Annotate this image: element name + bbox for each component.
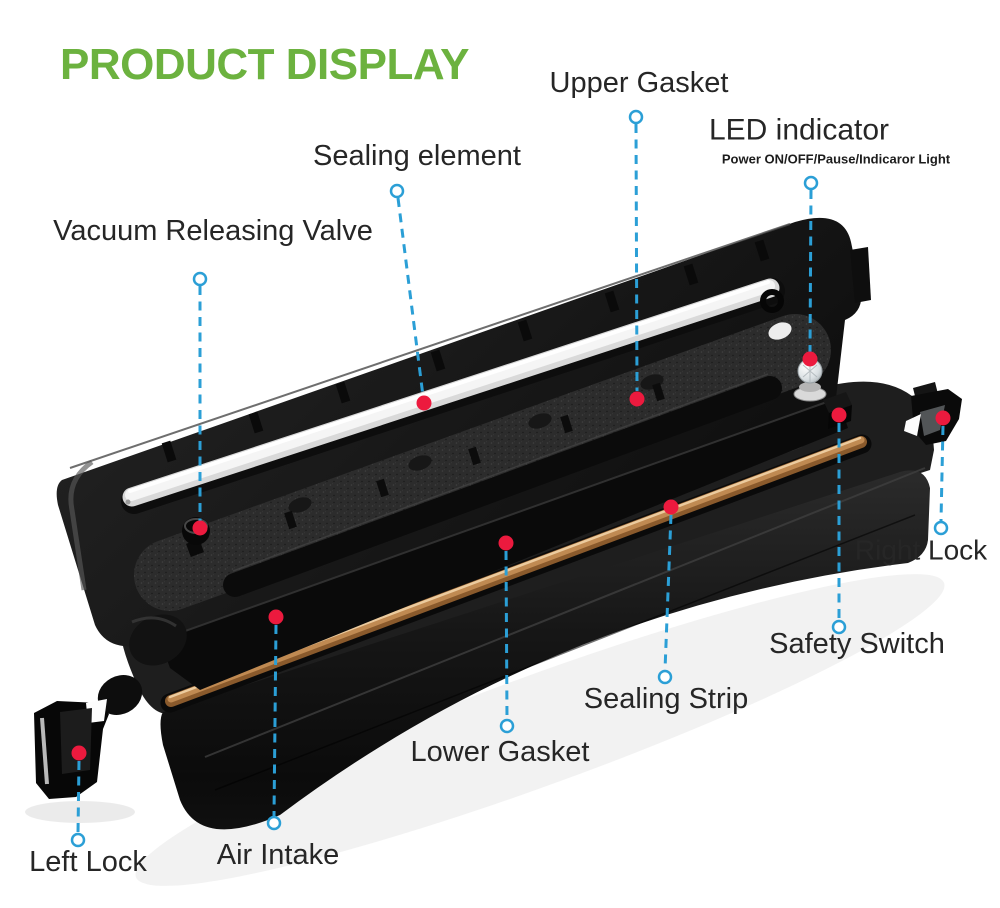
lid-round-hole [760, 289, 784, 313]
leader-left-lock [76, 760, 81, 834]
dot-sealing-element [416, 395, 432, 411]
machine-lid [56, 217, 871, 647]
leader-air-intake [272, 624, 278, 817]
dot-left-lock [71, 745, 87, 761]
ring-upper-gasket [628, 109, 644, 125]
dot-led-indicator [802, 351, 818, 367]
label-right-lock: Right Lock [854, 534, 988, 566]
leader-sealing-strip [663, 514, 673, 671]
ring-vacuum-releasing-valve [192, 271, 208, 287]
dot-upper-gasket [629, 391, 645, 407]
lid-left-edge-highlight [68, 459, 94, 591]
page-title: PRODUCT DISPLAY [60, 40, 469, 89]
ground-shadow [25, 574, 945, 886]
ring-right-lock [933, 520, 949, 536]
ring-sealing-strip [657, 669, 673, 685]
label-sealing-strip: Sealing Strip [583, 683, 749, 716]
ring-lower-gasket [499, 718, 515, 734]
label-left-lock: Left Lock [29, 846, 147, 879]
ring-left-lock [70, 832, 86, 848]
label-led-indicator-sub: Power ON/OFF/Pause/Indicaror Light [721, 151, 951, 167]
ring-air-intake [266, 815, 282, 831]
leader-upper-gasket [634, 123, 639, 392]
part-marker-dots [71, 351, 951, 761]
lid-rim-fins [161, 239, 770, 463]
label-sealing-element: Sealing element [313, 140, 521, 173]
sealing-element-bar [121, 278, 785, 514]
label-led-indicator: LED indicator [708, 113, 890, 147]
leader-sealing-element [396, 197, 425, 397]
dot-right-lock [935, 410, 951, 426]
led-indicator-dome [793, 358, 827, 402]
leader-lower-gasket [504, 550, 509, 720]
leader-end-rings [70, 109, 949, 848]
label-safety-switch: Safety Switch [769, 628, 945, 661]
lid-clasp-tab [850, 247, 871, 303]
label-air-intake: Air Intake [216, 839, 340, 872]
upper-gasket-foam [134, 314, 831, 611]
dot-safety-switch [831, 407, 847, 423]
dot-sealing-strip [663, 499, 679, 515]
left-lock-latch [34, 699, 109, 799]
leader-lines [76, 123, 945, 834]
label-vacuum-releasing-valve: Vacuum Releasing Valve [53, 215, 373, 248]
label-lower-gasket: Lower Gasket [410, 736, 590, 769]
leader-led-indicator [808, 189, 813, 353]
dot-air-intake [268, 609, 284, 625]
hinge-knuckles [97, 614, 187, 715]
ring-safety-switch [831, 619, 847, 635]
leader-right-lock [939, 425, 945, 522]
ring-led-indicator [803, 175, 819, 191]
label-upper-gasket: Upper Gasket [549, 67, 729, 100]
ring-sealing-element [389, 183, 405, 199]
lid-inner-fins [284, 382, 665, 530]
dot-vacuum-releasing-valve [192, 520, 208, 536]
sealing-strip-copper [160, 434, 872, 713]
dot-lower-gasket [498, 535, 514, 551]
lid-oval-hole [768, 322, 792, 340]
